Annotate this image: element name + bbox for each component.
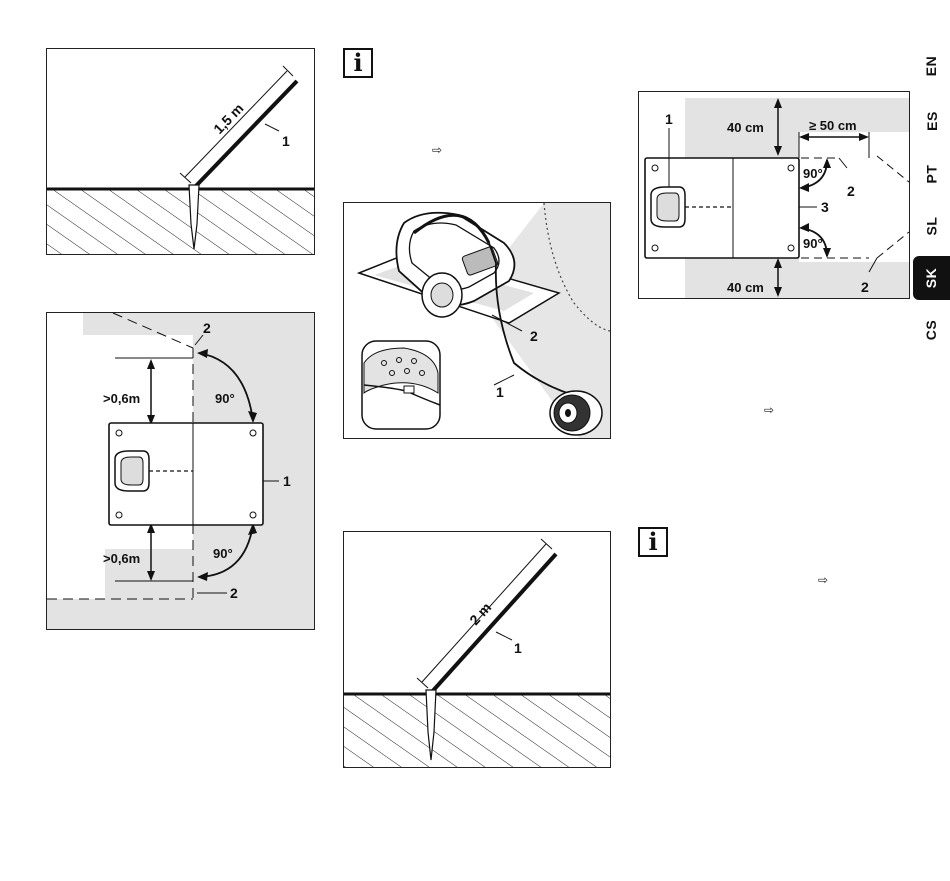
callout-1: 1 <box>514 640 522 656</box>
language-tab-sl[interactable]: SL <box>913 206 950 246</box>
info-icon: i <box>343 48 373 78</box>
callout-1: 1 <box>496 384 504 400</box>
arrow-reference-icon: ⇨ <box>764 403 774 417</box>
distance-side-label: ≥ 50 cm <box>809 118 857 133</box>
info-icon: i <box>638 527 668 557</box>
callout-1: 1 <box>282 133 290 149</box>
callout-1: 1 <box>283 473 291 489</box>
language-tab-cs[interactable]: CS <box>913 310 950 350</box>
distance-top-label: >0,6m <box>103 391 140 406</box>
stake-length-label: 2 m <box>466 599 494 628</box>
distance-bottom-label: >0,6m <box>103 551 140 566</box>
callout-2-top: 2 <box>203 320 211 336</box>
figure-stake-1-5m: 1,5 m 1 <box>46 48 315 255</box>
callout-3: 3 <box>821 199 829 215</box>
callout-1: 1 <box>665 111 673 127</box>
callout-2: 2 <box>530 328 538 344</box>
angle-bottom-label: 90° <box>213 546 233 561</box>
distance-top-label: 40 cm <box>727 120 764 135</box>
distance-bottom-label: 40 cm <box>727 280 764 295</box>
angle-top-label: 90° <box>803 166 823 181</box>
arrow-reference-icon: ⇨ <box>818 573 828 587</box>
angle-bottom-label: 90° <box>803 236 823 251</box>
language-tab-sk[interactable]: SK <box>913 256 950 300</box>
language-tab-es[interactable]: ES <box>913 101 950 141</box>
figure-docking-distances: ≥ 50 cm 40 cm 40 cm 1 90° 90° 2 <box>638 91 910 299</box>
angle-top-label: 90° <box>215 391 235 406</box>
arrow-reference-icon: ⇨ <box>432 143 442 157</box>
figure-stake-2m: 2 m 1 <box>343 531 611 768</box>
callout-2-bottom: 2 <box>230 585 238 601</box>
figure-mower-docking-wire: 2 1 <box>343 202 611 439</box>
callout-2a: 2 <box>847 183 855 199</box>
language-tab-en[interactable]: EN <box>913 46 950 86</box>
callout-2b: 2 <box>861 279 869 295</box>
figure-docking-corner-distances: >0,6m >0,6m 90° 90° 1 2 2 <box>46 312 315 630</box>
language-tab-pt[interactable]: PT <box>913 154 950 194</box>
